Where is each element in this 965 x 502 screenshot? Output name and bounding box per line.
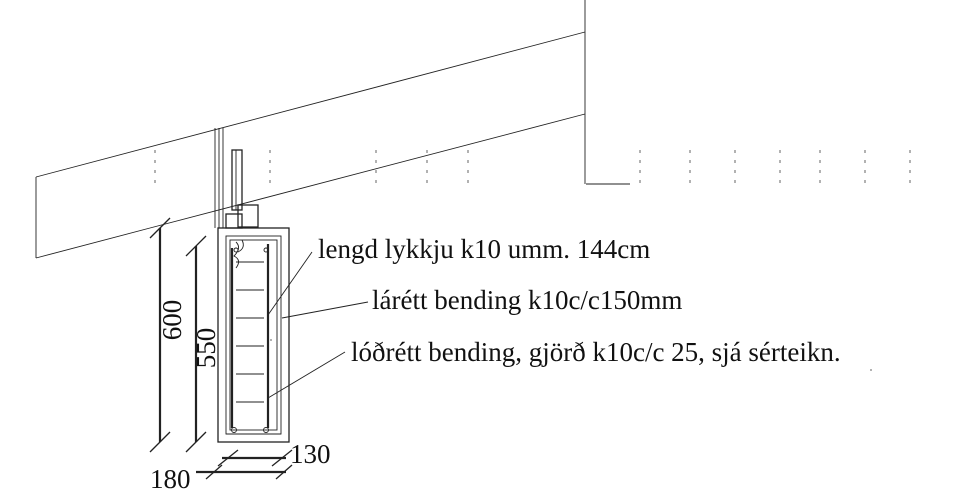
starter-bars xyxy=(225,149,259,229)
leader-lines xyxy=(267,251,369,399)
wall-width-dimension: 130 xyxy=(290,439,331,469)
leader-horizontal-rebar xyxy=(281,301,369,319)
loop-length-label: lengd lykkju k10 umm. 144cm xyxy=(318,234,650,264)
footing-section xyxy=(217,227,290,443)
vertical-rebar-label: lóðrétt bending, gjörð k10c/c 25, sjá sé… xyxy=(351,337,841,367)
total-height-dimension: 600 xyxy=(157,300,187,341)
dimension-lines xyxy=(149,217,293,480)
leader-loop-length xyxy=(267,251,313,316)
wall-height-dimension: 550 xyxy=(191,328,221,369)
slab-perspective xyxy=(35,0,630,259)
footing-width-dimension: 180 xyxy=(150,464,191,494)
hidden-lines xyxy=(154,150,911,371)
horizontal-rebar-label: lárétt bending k10c/c150mm xyxy=(372,285,682,315)
leader-vertical-rebar xyxy=(267,351,346,399)
